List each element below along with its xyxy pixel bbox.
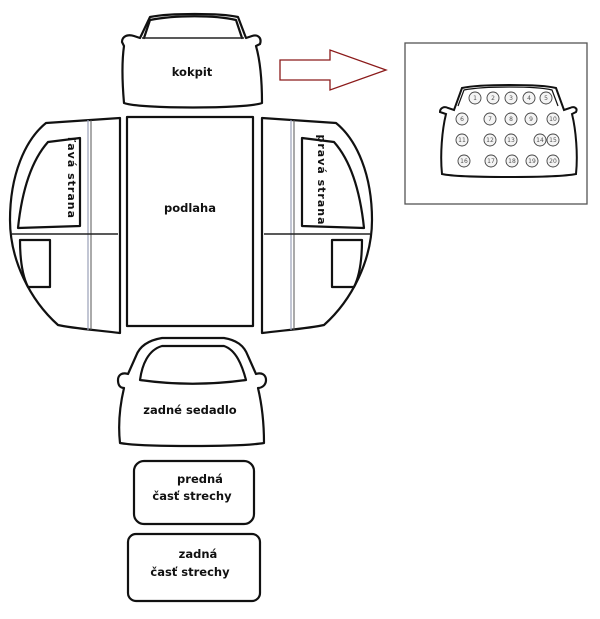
pad-number: 8 bbox=[509, 116, 513, 123]
detail-box bbox=[404, 42, 588, 205]
pad-circle bbox=[522, 91, 536, 105]
pad-circle bbox=[546, 154, 560, 168]
pad-number: 5 bbox=[544, 95, 548, 102]
predna-strecha-mat[interactable] bbox=[132, 459, 256, 526]
prava-strana-mat[interactable] bbox=[260, 116, 374, 335]
label-zadne-sedadlo: zadné sedadlo bbox=[143, 403, 236, 417]
pad-number: 19 bbox=[528, 158, 536, 165]
label-predna-strecha-1: predná bbox=[177, 472, 223, 486]
pad-number: 11 bbox=[458, 137, 466, 144]
pad-circle bbox=[539, 91, 553, 105]
pad-number: 18 bbox=[508, 158, 516, 165]
pad-circle bbox=[457, 154, 471, 168]
pad-number: 6 bbox=[460, 116, 464, 123]
pad-number: 20 bbox=[549, 158, 557, 165]
pad-number: 13 bbox=[507, 137, 515, 144]
pad-circle bbox=[504, 133, 518, 147]
pad-number: 9 bbox=[529, 116, 533, 123]
pad-circle bbox=[504, 112, 518, 126]
pad-number: 1 bbox=[473, 95, 477, 102]
kokpit-mat[interactable] bbox=[120, 12, 264, 109]
pad-number: 2 bbox=[491, 95, 495, 102]
pad-number: 4 bbox=[527, 95, 531, 102]
zadna-strecha-mat[interactable] bbox=[126, 532, 262, 603]
pad-circle bbox=[533, 133, 547, 147]
label-zadna-strecha-1: zadná bbox=[179, 547, 218, 561]
pad-circle bbox=[483, 133, 497, 147]
label-kokpit: kokpit bbox=[172, 65, 213, 79]
pad-circle bbox=[524, 112, 538, 126]
pad-circle bbox=[546, 133, 560, 147]
label-lava-strana: ľavá strana bbox=[65, 137, 78, 219]
pad-circle bbox=[455, 133, 469, 147]
pad-circle bbox=[504, 91, 518, 105]
podlaha-mat[interactable] bbox=[125, 115, 255, 328]
arrow-icon bbox=[279, 49, 388, 91]
pad-circle bbox=[484, 154, 498, 168]
label-prava-strana: pravá strana bbox=[315, 134, 328, 225]
label-zadna-strecha-2: časť strechy bbox=[150, 565, 230, 579]
detail-car-mat bbox=[438, 84, 578, 178]
lava-strana-mat[interactable] bbox=[8, 116, 122, 335]
pad-circle bbox=[505, 154, 519, 168]
pad-number: 3 bbox=[509, 95, 513, 102]
pad-number: 12 bbox=[486, 137, 494, 144]
pad-number: 10 bbox=[549, 116, 557, 123]
pad-circle bbox=[455, 112, 469, 126]
pad-circle bbox=[525, 154, 539, 168]
label-predna-strecha-2: časť strechy bbox=[152, 489, 232, 503]
pad-number: 7 bbox=[488, 116, 492, 123]
pad-circle bbox=[486, 91, 500, 105]
label-podlaha: podlaha bbox=[164, 201, 216, 215]
pad-circle bbox=[483, 112, 497, 126]
pad-circle bbox=[546, 112, 560, 126]
pad-number: 16 bbox=[460, 158, 468, 165]
pad-number: 14 bbox=[536, 137, 544, 144]
zadne-sedadlo-mat[interactable] bbox=[116, 336, 268, 448]
pad-number: 15 bbox=[549, 137, 557, 144]
pad-number: 17 bbox=[487, 158, 495, 165]
pad-circle bbox=[468, 91, 482, 105]
